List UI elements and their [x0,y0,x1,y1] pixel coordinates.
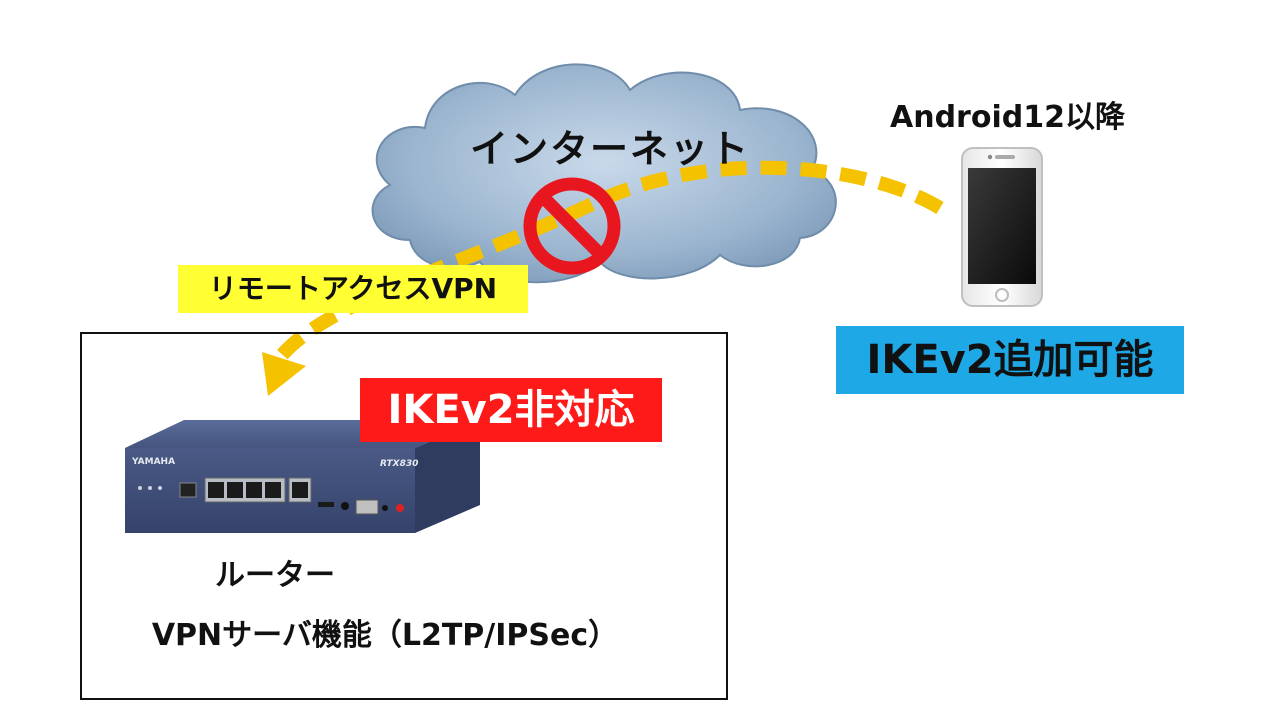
vpn-arrow-head [262,352,306,396]
blocked-icon [523,177,621,275]
smartphone-icon [961,147,1043,307]
internet-label: インターネット [469,127,750,171]
router-label: ルーター [215,558,335,593]
router-device-image: YAMAHA RTX830 [125,420,480,533]
router-frame [80,332,728,700]
router-function-label: VPNサーバ機能（L2TP/IPSec） [151,618,619,653]
android-version-label: Android12以降 [890,100,1125,135]
remote-access-vpn-tag: リモートアクセスVPN [178,265,528,313]
device-ikev2-addable-badge: IKEv2追加可能 [836,326,1184,394]
router-brand-text: YAMAHA [131,457,175,467]
router-ikev2-unsupported-badge: IKEv2非対応 [360,378,662,442]
router-model-text: RTX830 [380,459,418,469]
